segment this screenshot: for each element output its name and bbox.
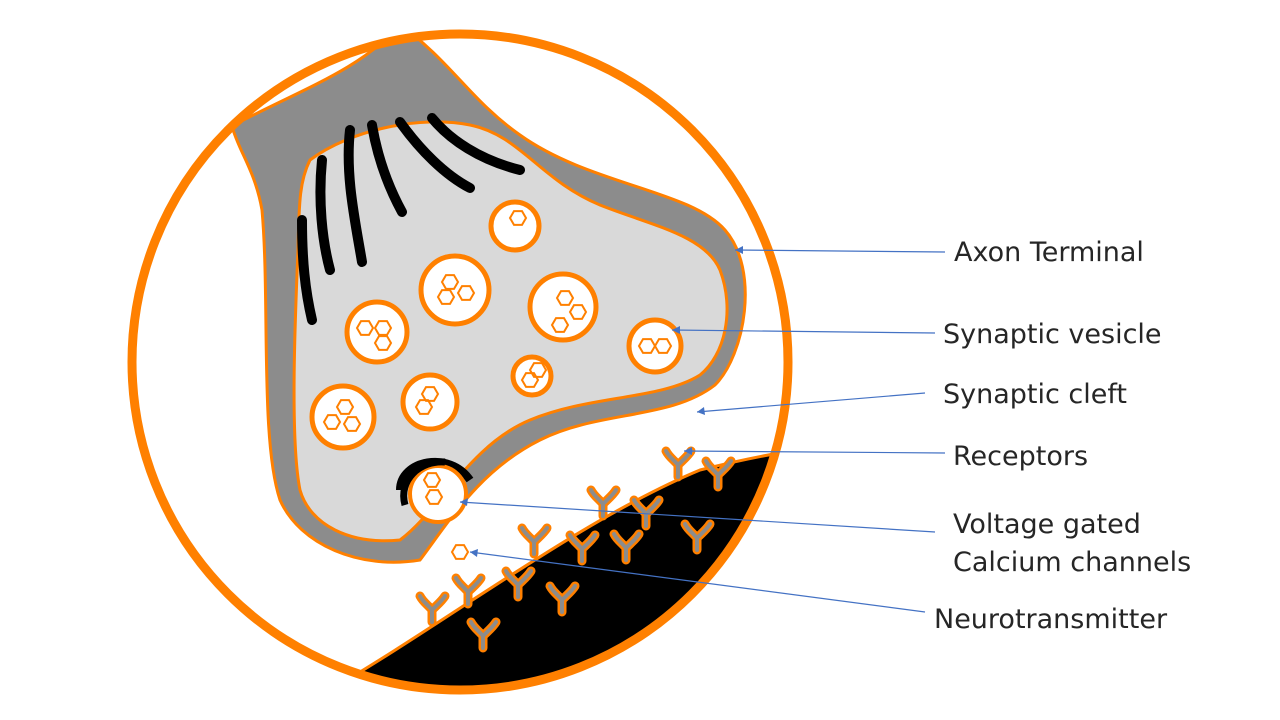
- synaptic-vesicle: [418, 253, 492, 327]
- synaptic-vesicle: [400, 372, 460, 432]
- synaptic-vesicle: [309, 383, 377, 451]
- synaptic-vesicle: [510, 354, 554, 398]
- label-synaptic-vesicle: Synaptic vesicle: [943, 319, 1162, 350]
- label-receptors: Receptors: [953, 441, 1088, 472]
- label-axon-terminal: Axon Terminal: [954, 237, 1144, 268]
- receptor: [420, 596, 445, 622]
- receptor: [666, 451, 691, 477]
- label-neurotransmitter: Neurotransmitter: [934, 604, 1168, 635]
- axon-terminal-cytoplasm: [292, 120, 729, 543]
- synaptic-vesicle: [527, 271, 599, 343]
- label-synaptic-cleft: Synaptic cleft: [943, 379, 1127, 410]
- receptor: [522, 528, 547, 554]
- synaptic-vesicle: [626, 317, 684, 375]
- label-calcium-channels: Calcium channels: [953, 547, 1191, 578]
- synaptic-vesicles: [309, 199, 684, 451]
- synaptic-vesicle: [488, 199, 542, 253]
- magnification-circle: [127, 29, 793, 695]
- leader-lines: [459, 246, 946, 613]
- microtubules: [297, 113, 525, 325]
- fusing-vesicle: [396, 458, 474, 524]
- label-voltage-gated: Voltage gated: [953, 509, 1141, 540]
- postsynaptic-neuron: [328, 445, 788, 690]
- neurotransmitter-molecule: [451, 544, 469, 560]
- synaptic-vesicle: [344, 299, 410, 365]
